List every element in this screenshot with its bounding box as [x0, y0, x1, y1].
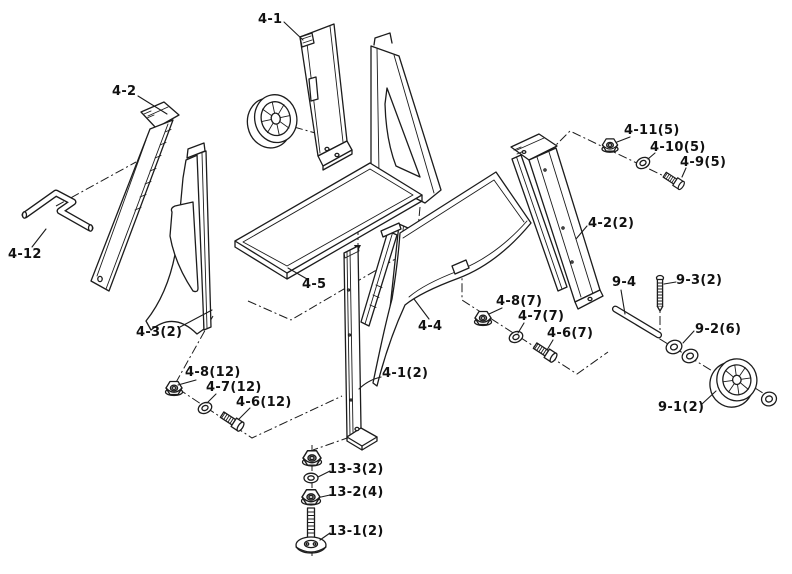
- bolt-4-9-5-icon: [661, 170, 687, 192]
- part-label-4-6-12: 4-6(12): [236, 395, 292, 410]
- washers-9-2-part: [665, 339, 699, 364]
- part-label-4-5: 4-5: [302, 277, 327, 292]
- part-label-4-8-12: 4-8(12): [185, 365, 241, 380]
- leg-4-2-part: [90, 101, 180, 292]
- fastener-set-5: [601, 138, 687, 192]
- part-label-4-8-7: 4-8(7): [496, 294, 543, 309]
- part-label-4-6-7: 4-6(7): [547, 326, 594, 341]
- label-leader-lines: [31, 21, 717, 541]
- foot-bolt-13-1-icon: [295, 507, 327, 554]
- panel-4-3-part: [145, 142, 212, 335]
- fastener-set-12: [164, 380, 246, 433]
- part-label-4-12: 4-12: [8, 247, 42, 262]
- handle-4-12-part: [21, 189, 94, 232]
- part-label-4-7-7: 4-7(7): [518, 309, 565, 324]
- part-label-9-4: 9-4: [612, 275, 637, 290]
- panel-4-1-part: [299, 23, 353, 171]
- nut-13-2-top-icon: [302, 449, 322, 467]
- part-label-4-2-2: 4-2(2): [588, 216, 635, 231]
- washer-4-7-7-icon: [506, 328, 526, 346]
- fastener-set-7: [473, 310, 559, 364]
- part-label-9-2-6: 9-2(6): [695, 322, 742, 337]
- nut-13-2-icon: [301, 488, 321, 506]
- washer-right-of-wheel: [760, 391, 778, 407]
- bolt-4-6-7-icon: [531, 340, 559, 364]
- part-label-9-1-2: 9-1(2): [658, 400, 705, 415]
- part-label-4-2: 4-2: [112, 84, 137, 99]
- tabletop-4-5-part: [234, 162, 423, 280]
- part-label-4-3-2: 4-3(2): [136, 325, 183, 340]
- nut-4-8-12-icon: [165, 380, 183, 396]
- part-label-4-4: 4-4: [418, 319, 443, 334]
- part-label-4-10-5: 4-10(5): [650, 140, 706, 155]
- part-label-4-9-5: 4-9(5): [680, 155, 727, 170]
- part-label-13-1-2: 13-1(2): [328, 524, 384, 539]
- panel-4-4-part: [372, 171, 532, 387]
- bolt-4-6-12-icon: [218, 409, 246, 433]
- leg-4-2-2-part: [510, 133, 604, 310]
- part-label-4-1-2: 4-1(2): [382, 366, 429, 381]
- part-label-4-11-5: 4-11(5): [624, 123, 680, 138]
- part-label-9-3-2: 9-3(2): [676, 273, 723, 288]
- nut-4-8-7-icon: [474, 310, 492, 326]
- transport-wheel-part: [246, 94, 298, 149]
- nut-4-11-5-icon: [601, 138, 619, 152]
- part-label-4-7-12: 4-7(12): [206, 380, 262, 395]
- part-label-13-3-2: 13-3(2): [328, 462, 384, 477]
- axle-9-4-part: [611, 305, 663, 339]
- part-label-13-2-4: 13-2(4): [328, 485, 384, 500]
- wheel-9-1-part: [709, 358, 758, 408]
- screw-9-3-part: [655, 274, 665, 312]
- part-label-4-1: 4-1: [258, 12, 283, 27]
- foot-stack-13-part: [295, 449, 327, 554]
- rear-side-panel-part: [370, 32, 442, 204]
